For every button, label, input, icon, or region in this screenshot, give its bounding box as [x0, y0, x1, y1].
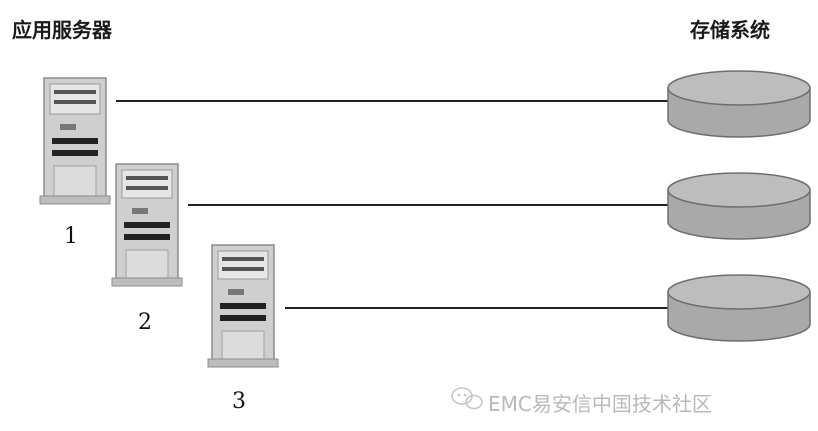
storage-title: 存储系统 — [690, 18, 770, 42]
server-label-1: 1 — [64, 224, 78, 249]
watermark-text: EMC易安信中国技术社区 — [488, 392, 712, 416]
wechat-icon — [451, 387, 483, 410]
server-icon-3 — [207, 244, 279, 368]
server-icon-2 — [111, 163, 183, 287]
storage-disk-icon-3 — [667, 274, 811, 342]
server-label-2: 2 — [138, 310, 152, 335]
storage-disk-icon-2 — [667, 172, 811, 240]
server-label-3: 3 — [232, 389, 246, 414]
storage-disk-icon-1 — [667, 70, 811, 138]
server-icon-1 — [39, 77, 111, 205]
servers-title: 应用服务器 — [12, 18, 112, 42]
